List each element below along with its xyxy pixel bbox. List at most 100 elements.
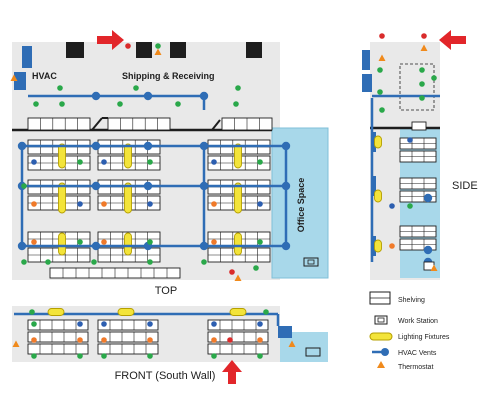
shipping-receiving-label: Shipping & Receiving [122,71,215,81]
legend-label: Shelving [398,297,425,304]
legend-item-lighting: Lighting Fixtures [369,332,450,341]
sensor-dot [379,107,385,113]
sensor-dot [101,337,107,343]
storage-wall-jog [91,117,103,131]
sensor-dot [419,81,425,87]
office-work-station-inner [307,259,315,265]
sensor-dot [419,95,425,101]
sensor-dot [31,239,37,245]
lighting-fixture [124,143,132,169]
sensor-dot [147,159,153,165]
lighting-fixture [234,182,242,214]
legend-label: HVAC Vents [398,350,437,357]
shelving-unit [207,331,269,343]
sensor-dot [147,337,153,343]
sensor-dot [389,243,395,249]
lighting-fixture [117,308,135,316]
sensor-dot [147,321,153,327]
hvac-unit [372,132,376,152]
legend-item-thermostat: Thermostat [377,361,433,371]
thermostat-icon [154,48,162,55]
sensor-dot [233,101,239,107]
hvac-vent [423,193,433,203]
office-space [271,127,329,279]
dock-door [136,42,152,58]
sensor-dot [257,337,263,343]
hvac-vent [423,245,433,255]
shelving-unit [27,319,89,331]
hvac-vent [281,181,291,191]
sensor-dot [211,337,217,343]
sensor-dot [257,353,263,359]
sensor-dot [101,353,107,359]
hvac-vent [143,91,153,101]
sensor-dot [101,159,107,165]
sensor-dot [21,183,27,189]
lighting-fixture [58,232,66,256]
hvac-vent [143,141,153,151]
hvac-vent [17,141,27,151]
legend-label: Lighting Fixtures [398,334,450,341]
sensor-dot [377,67,383,73]
thermostat-icon [12,340,20,347]
shelving-unit [107,117,171,131]
thermostat-icon [288,340,296,347]
sensor-dot [147,259,153,265]
sensor-dot [147,201,153,207]
sensor-dot [155,43,161,49]
hvac-unit [22,46,32,68]
front-entrance-arrow-icon [222,360,242,384]
sensor-dot [211,353,217,359]
dock-door [170,42,186,58]
legend-item-work-station: Work Station [374,315,438,325]
shelving-unit [97,343,159,355]
dock-door [66,42,84,58]
dock-door [246,42,262,58]
sensor-dot [77,239,83,245]
sensor-dot [253,265,259,271]
sensor-dot [77,321,83,327]
lighting-fixture [374,189,382,203]
lighting-fixture [58,182,66,214]
sensor-dot [117,101,123,107]
sensor-dot [59,101,65,107]
sensor-dot [31,353,37,359]
hvac-vent [91,141,101,151]
office-work-station [305,347,321,357]
thermostat-icon [377,361,385,368]
lighting-fixture [374,239,382,253]
sensor-dot [77,159,83,165]
shelving-unit [97,331,159,343]
sensor-dot [211,321,217,327]
hvac-vent [91,241,101,251]
sensor-dot [31,337,37,343]
legend-item-hvac: HVAC Vents [372,348,437,357]
hvac-vent [281,241,291,251]
shelving-unit [27,343,89,355]
sensor-dot [175,101,181,107]
shelving-unit [27,117,91,131]
sensor-dot [257,321,263,327]
lighting-fixture [234,143,242,169]
sensor-dot [57,85,63,91]
side-view-label: SIDE [452,180,478,192]
lighting-fixture [124,182,132,214]
sensor-dot [31,159,37,165]
sensor-dot [33,101,39,107]
sensor-dot [389,203,395,209]
side-office-space [400,128,440,278]
lighting-fixture [374,135,382,149]
office-space-label: Office Space [296,178,306,233]
sensor-dot [257,159,263,165]
lighting-fixture [234,232,242,256]
top-view: Office Space HVAC Shipping & Receiving T… [10,42,329,297]
sensor-dot [211,159,217,165]
side-entrance-arrow-icon [439,30,466,50]
sensor-dot [101,321,107,327]
hvac-unit [372,176,376,196]
hvac-vent [91,181,101,191]
sensor-dot [229,269,235,275]
hvac-vent [199,241,209,251]
legend: Shelving Work Station Lighting Fixtures … [369,291,450,371]
